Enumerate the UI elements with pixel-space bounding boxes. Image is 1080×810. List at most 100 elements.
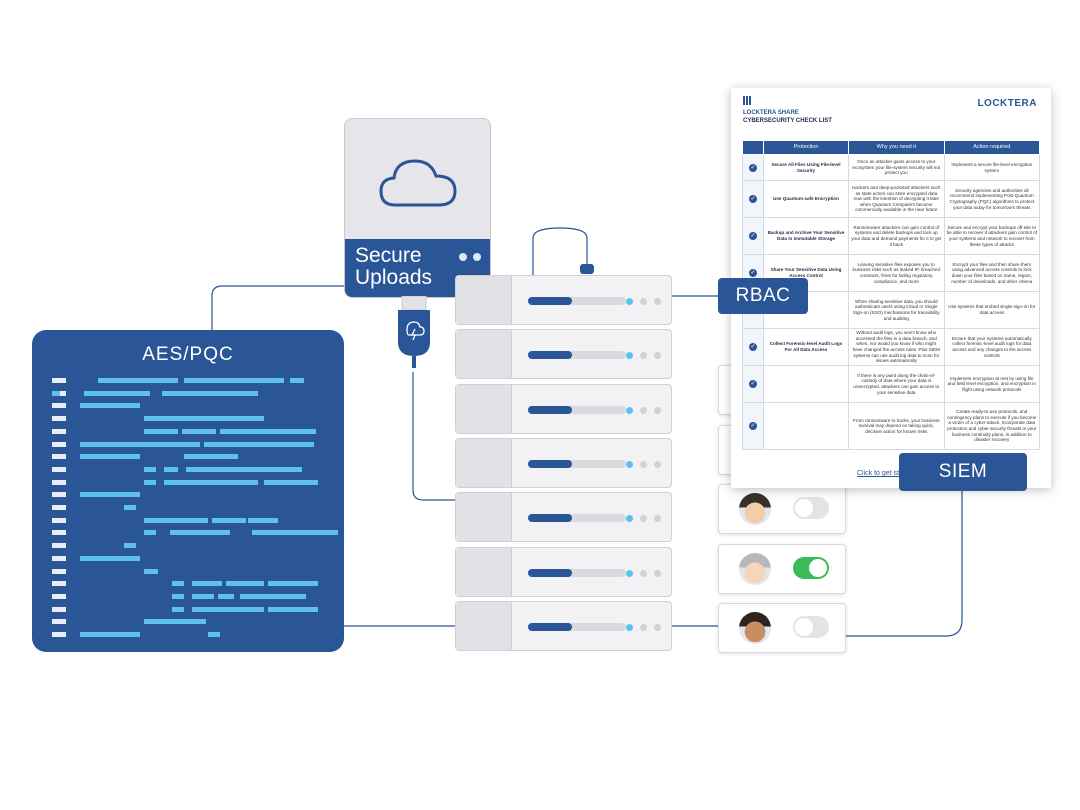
code-line	[124, 543, 136, 549]
code-line	[52, 390, 60, 396]
checklist-action: Ensure that your systems automatically c…	[943, 328, 1041, 366]
code-line-number	[52, 428, 66, 434]
code-line-number	[52, 619, 66, 625]
code-line	[220, 428, 316, 434]
status-led	[654, 406, 661, 414]
checklist-protection	[763, 365, 849, 403]
code-line	[192, 581, 222, 587]
code-line	[200, 416, 264, 422]
status-led	[640, 569, 647, 577]
status-led	[626, 515, 633, 523]
code-line	[192, 606, 264, 612]
avatar	[739, 493, 771, 525]
server-unit	[455, 383, 672, 434]
code-line-number	[52, 454, 66, 460]
aes-pqc-panel: AES/PQC	[32, 330, 344, 652]
uploads-label: Secure Uploads	[355, 244, 433, 289]
check-cell: ✓	[742, 154, 764, 181]
code-line	[144, 568, 158, 574]
code-line	[252, 530, 338, 536]
siem-tag: SIEM	[899, 453, 1027, 491]
status-led	[640, 460, 647, 468]
server-load-bar	[528, 568, 626, 577]
code-line	[212, 517, 246, 523]
doc-title: LOCKTERA SHARE	[743, 110, 799, 116]
status-led	[640, 623, 647, 631]
code-line-number	[52, 466, 66, 472]
checklist-protection	[763, 402, 849, 450]
checklist-why: If there is any point along the chain-of…	[848, 365, 945, 403]
code-line	[264, 479, 318, 485]
checklist-protection: Backup and Archive Your Sensitive Data i…	[763, 217, 849, 255]
code-line-number	[52, 492, 66, 498]
code-line-number	[52, 517, 66, 523]
code-line	[124, 505, 136, 510]
code-line	[84, 390, 150, 396]
secure-uploads-card[interactable]: Secure Uploads	[344, 118, 491, 298]
checklist-protection: Collect Forensic-level Audit Logs For Al…	[763, 328, 849, 366]
code-line	[162, 390, 258, 396]
access-toggle[interactable]	[793, 497, 829, 519]
code-line	[80, 632, 140, 637]
checklist-action: Use systems that embed single-sign-on fo…	[943, 291, 1041, 329]
toggle-knob	[795, 618, 813, 636]
cloud-icon	[379, 159, 457, 207]
status-led	[626, 460, 633, 468]
checklist-action: Secure and encrypt your backups off-site…	[943, 217, 1041, 255]
status-led	[626, 623, 633, 631]
rbac-tag: RBAC	[718, 278, 808, 314]
checklist-action: Implement encryption at rest by using fi…	[943, 365, 1041, 403]
check-icon: ✓	[749, 163, 757, 172]
server-load-fill	[528, 514, 573, 523]
status-led	[654, 515, 661, 523]
user-row	[718, 603, 846, 653]
checklist-action: Encrypt your files and then share them u…	[943, 254, 1041, 292]
code-line-number	[52, 403, 66, 409]
uploads-band: Secure Uploads	[345, 239, 490, 297]
column-header: Why you need it	[848, 140, 945, 155]
code-line	[290, 378, 304, 383]
doc-subtitle: CYBERSECURITY CHECK LIST	[743, 118, 832, 124]
status-led	[640, 406, 647, 414]
access-toggle[interactable]	[793, 616, 829, 638]
server-load-fill	[528, 297, 573, 305]
status-led	[654, 623, 661, 631]
code-line	[172, 581, 184, 587]
server-unit	[455, 329, 672, 380]
code-line	[164, 466, 178, 472]
code-line	[80, 492, 140, 498]
checklist-row: ✓Secure All Files Using File-level Secur…	[742, 154, 1041, 181]
column-header: Protection	[763, 140, 849, 155]
check-cell: ✓	[742, 328, 764, 366]
access-toggle[interactable]	[793, 556, 829, 579]
status-led	[626, 406, 633, 414]
status-led	[626, 352, 633, 360]
server-unit	[455, 546, 672, 597]
checklist-action: Security agencies and authorities all re…	[943, 180, 1041, 218]
checklist-why: Hackers and deep-pocketed attackers such…	[848, 180, 945, 218]
code-line	[144, 428, 178, 434]
toggle-knob	[809, 558, 827, 577]
code-line-number	[52, 416, 66, 422]
code-line	[218, 593, 234, 599]
code-line	[144, 466, 156, 472]
server-unit	[455, 492, 672, 543]
checkbox-column	[742, 140, 764, 155]
server-unit	[455, 600, 672, 651]
code-line	[144, 517, 208, 523]
code-line-number	[52, 441, 66, 447]
avatar	[739, 552, 771, 585]
server-load-bar	[528, 622, 626, 631]
get-started-link[interactable]: Click to get started	[857, 470, 915, 477]
checklist-row: ✓Backup and Archive Your Sensitive Data …	[742, 217, 1041, 255]
checklist-why: Leaving sensitive files exposes you to b…	[848, 254, 945, 292]
server-unit	[455, 275, 672, 325]
code-line	[80, 441, 200, 447]
code-line	[80, 555, 140, 561]
status-led	[654, 298, 661, 305]
server-face	[456, 601, 512, 650]
server-load-bar	[528, 514, 626, 523]
checklist-action: Implement a secure file-level encryption…	[943, 154, 1041, 181]
server-face	[456, 276, 512, 324]
